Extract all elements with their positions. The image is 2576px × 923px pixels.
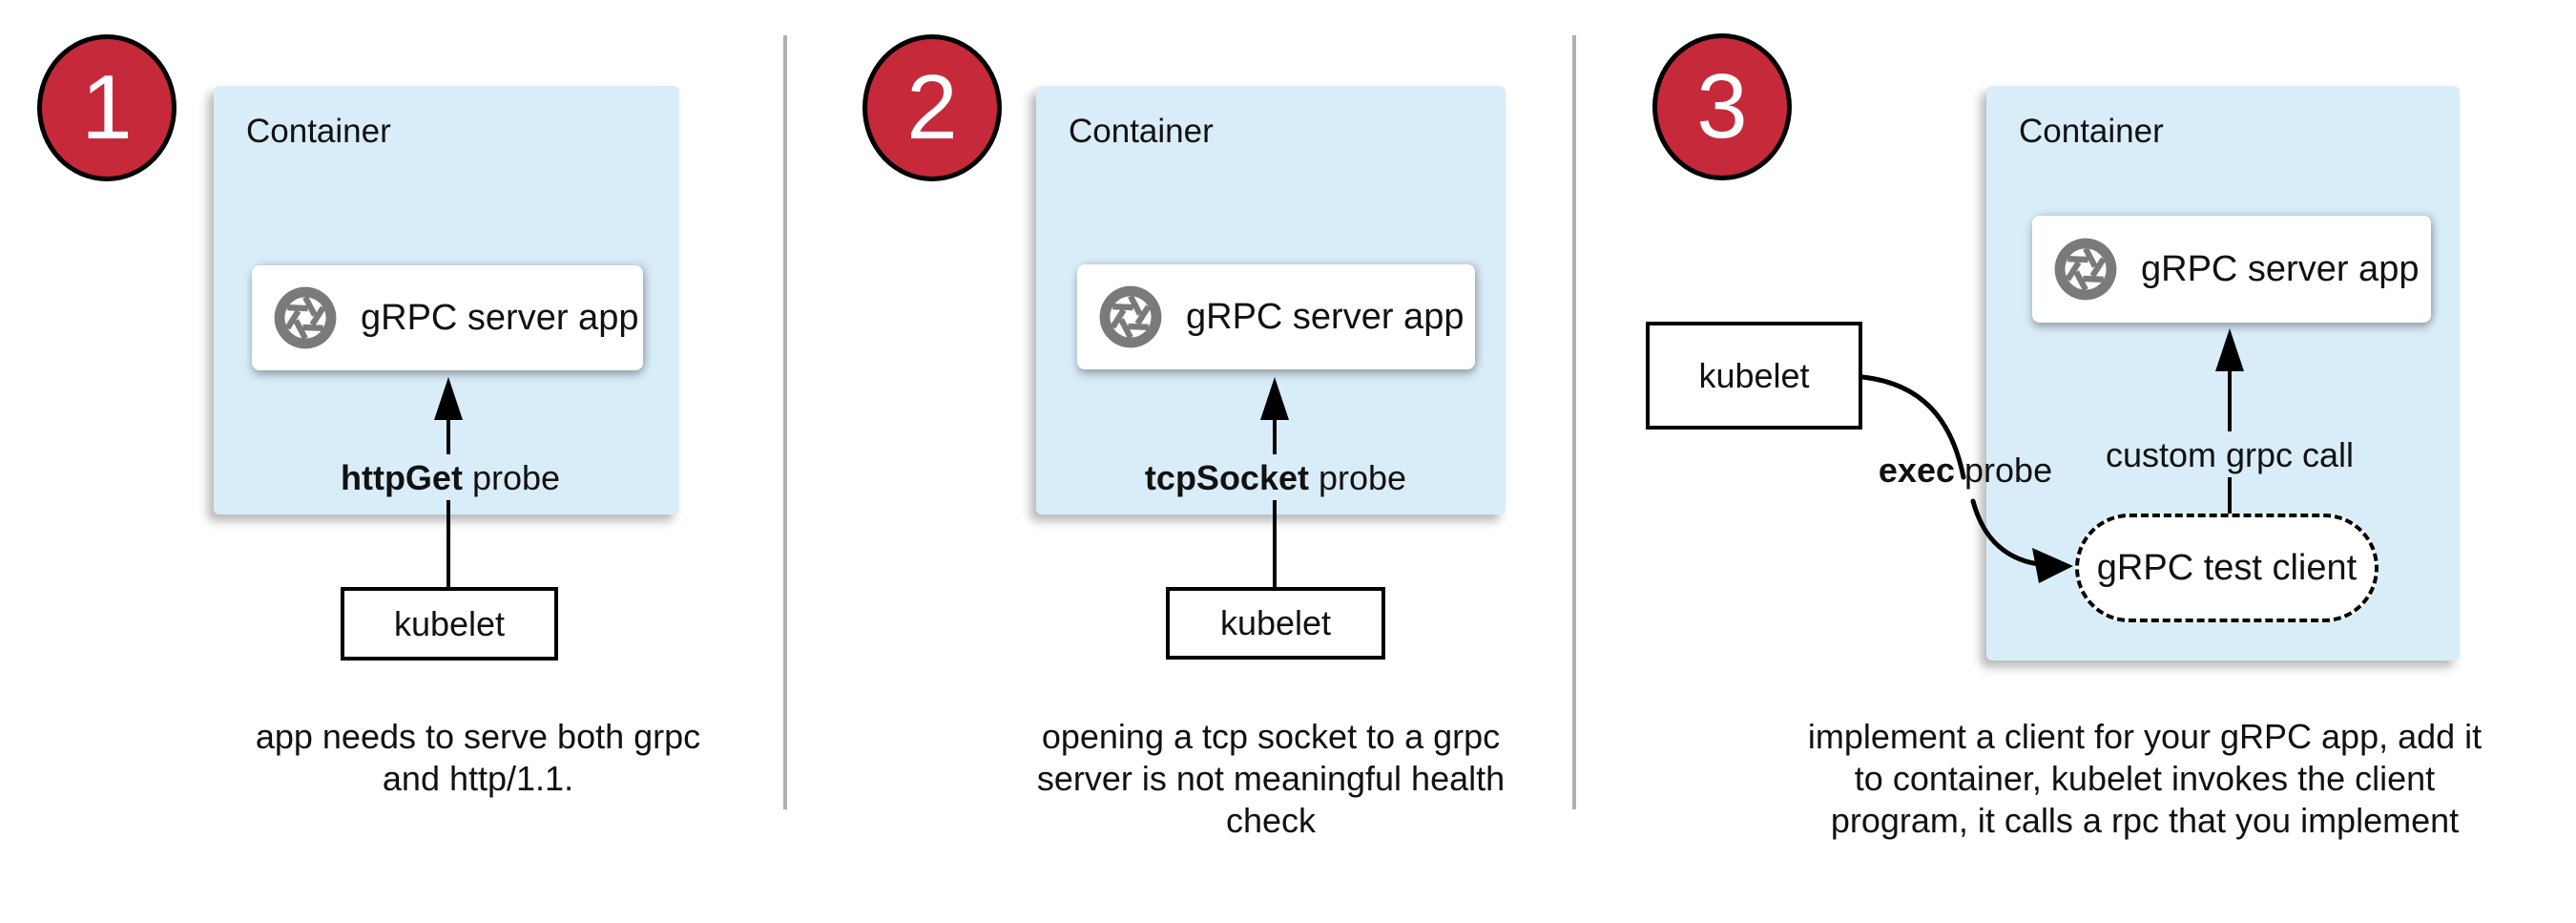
step-1-badge: 1 (37, 34, 177, 181)
container-label-3: Container (2019, 113, 2164, 150)
probe-type-3: exec (1878, 451, 1956, 490)
container-label-2: Container (1069, 113, 1214, 150)
grpc-server-app-label-3: gRPC server app (2141, 248, 2420, 289)
grpc-server-app-card-1: gRPC server app (252, 265, 643, 370)
caption-1-line-1: app needs to serve both grpc (255, 717, 701, 756)
kubelet-label-1: kubelet (393, 603, 506, 643)
probe-type-1: httpGet (340, 458, 463, 497)
caption-1-line-2: and http/1.1. (382, 759, 574, 798)
step-3-badge: 3 (1652, 33, 1792, 180)
probe-label-1: httpGet probe (341, 458, 560, 498)
step-3-number: 3 (1696, 55, 1748, 157)
caption-3-line-3: program, it calls a rpc that you impleme… (1830, 801, 2460, 840)
panel-divider-1 (783, 35, 787, 809)
caption-2-line-2: server is not meaningful health (1036, 759, 1506, 798)
aperture-icon (274, 286, 337, 349)
caption-2-line-3: check (1225, 801, 1317, 840)
probe-label-2: tcpSocket probe (1145, 458, 1406, 498)
aperture-icon (1099, 285, 1162, 348)
kubelet-label-3: kubelet (1698, 355, 1810, 395)
probe-word-3: probe (1955, 451, 2053, 490)
grpc-test-client-label: gRPC test client (2096, 547, 2358, 588)
kubelet-box-2: kubelet (1166, 587, 1385, 660)
caption-3: implement a client for your gRPC app, ad… (1808, 716, 2482, 842)
grpc-server-app-card-2: gRPC server app (1077, 264, 1475, 369)
panel-divider-2 (1572, 35, 1576, 809)
step-1-number: 1 (81, 56, 133, 158)
probe-label-3: exec probe (1879, 451, 2052, 491)
kubelet-label-2: kubelet (1219, 603, 1332, 642)
grpc-server-app-card-3: gRPC server app (2032, 216, 2431, 323)
step-2-number: 2 (906, 56, 958, 158)
grpc-test-client-capsule: gRPC test client (2075, 514, 2379, 622)
caption-2-line-1: opening a tcp socket to a grpc (1041, 717, 1501, 756)
probe-word-1: probe (462, 458, 561, 497)
caption-3-line-2: to container, kubelet invokes the client (1854, 759, 2436, 798)
probe-word-2: probe (1308, 458, 1407, 497)
probe-type-2: tcpSocket (1144, 458, 1309, 497)
step-2-badge: 2 (862, 34, 1002, 181)
grpc-server-app-label-2: gRPC server app (1186, 296, 1465, 337)
caption-1: app needs to serve both grpc and http/1.… (256, 716, 700, 800)
caption-3-line-1: implement a client for your gRPC app, ad… (1807, 717, 2483, 756)
kubelet-box-3: kubelet (1646, 322, 1862, 430)
grpc-server-app-label-1: gRPC server app (361, 297, 639, 338)
kubelet-box-1: kubelet (341, 587, 558, 661)
caption-2: opening a tcp socket to a grpc server is… (1037, 716, 1505, 842)
container-label-1: Container (246, 113, 391, 150)
custom-grpc-call-label: custom grpc call (2105, 435, 2355, 474)
aperture-icon (2054, 238, 2117, 301)
